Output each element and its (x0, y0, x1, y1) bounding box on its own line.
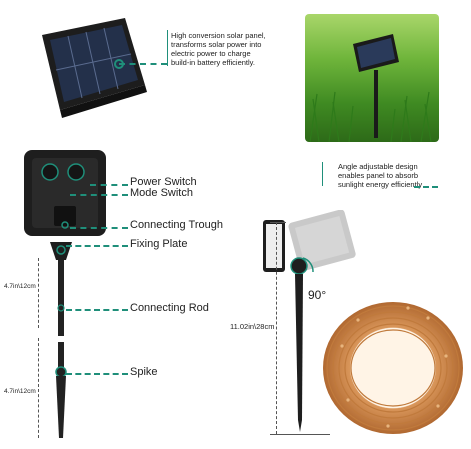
fixing-plate-label: Fixing Plate (130, 238, 188, 250)
fixing-plate-leader (66, 245, 128, 247)
panel-callout-line-3: electric power to charge (171, 49, 251, 58)
panel-callout-line-4: build-in battery efficiently. (171, 58, 255, 67)
rod-length-label: 4.7in\12cm (4, 283, 36, 290)
panel-callout-line (119, 63, 167, 65)
spike-dimension-line (38, 338, 39, 438)
assembled-stake-image (255, 209, 365, 440)
connecting-rod-label: Connecting Rod (130, 302, 209, 314)
total-height-bottom-tick (270, 434, 330, 435)
panel-callout-line-1: High conversion solar panel, (171, 31, 266, 40)
angle-callout-line-1: Angle adjustable design (338, 162, 418, 171)
solar-panel-image (30, 10, 150, 120)
mode-switch-label: Mode Switch (130, 187, 193, 199)
connecting-trough-leader (70, 227, 128, 229)
total-height-label: 11.02in\28cm (230, 322, 275, 331)
angle-callout-dash (414, 186, 438, 188)
angle-callout-line-2: enables panel to absorb (338, 171, 419, 180)
panel-callout-line-2: transforms solar power into (171, 40, 262, 49)
spike-leader (66, 373, 128, 375)
connecting-trough-label: Connecting Trough (130, 219, 223, 231)
panel-callout-bracket (167, 30, 168, 66)
angle-callout-text: Angle adjustable design enables panel to… (338, 162, 448, 189)
stake-image (42, 238, 82, 444)
total-height-top-tick (270, 222, 286, 223)
angle-callout-line (322, 162, 323, 186)
angle-value-label: 90° (308, 288, 327, 302)
spike-length-label: 4.7in\12cm (4, 388, 36, 395)
total-height-dimension-line (276, 222, 277, 434)
battery-box-image (20, 148, 110, 246)
spike-label: Spike (130, 366, 158, 378)
copper-wire-coil-image (318, 296, 468, 441)
grass-photo (305, 14, 439, 142)
power-switch-leader (90, 184, 128, 186)
angle-callout-line-3: sunlight energy efficiently (338, 180, 423, 189)
connecting-rod-leader (66, 309, 128, 311)
mode-switch-leader (70, 194, 128, 196)
panel-callout-text: High conversion solar panel, transforms … (171, 31, 301, 67)
power-switch-label: Power Switch (130, 176, 197, 188)
rod-dimension-line (38, 258, 39, 328)
